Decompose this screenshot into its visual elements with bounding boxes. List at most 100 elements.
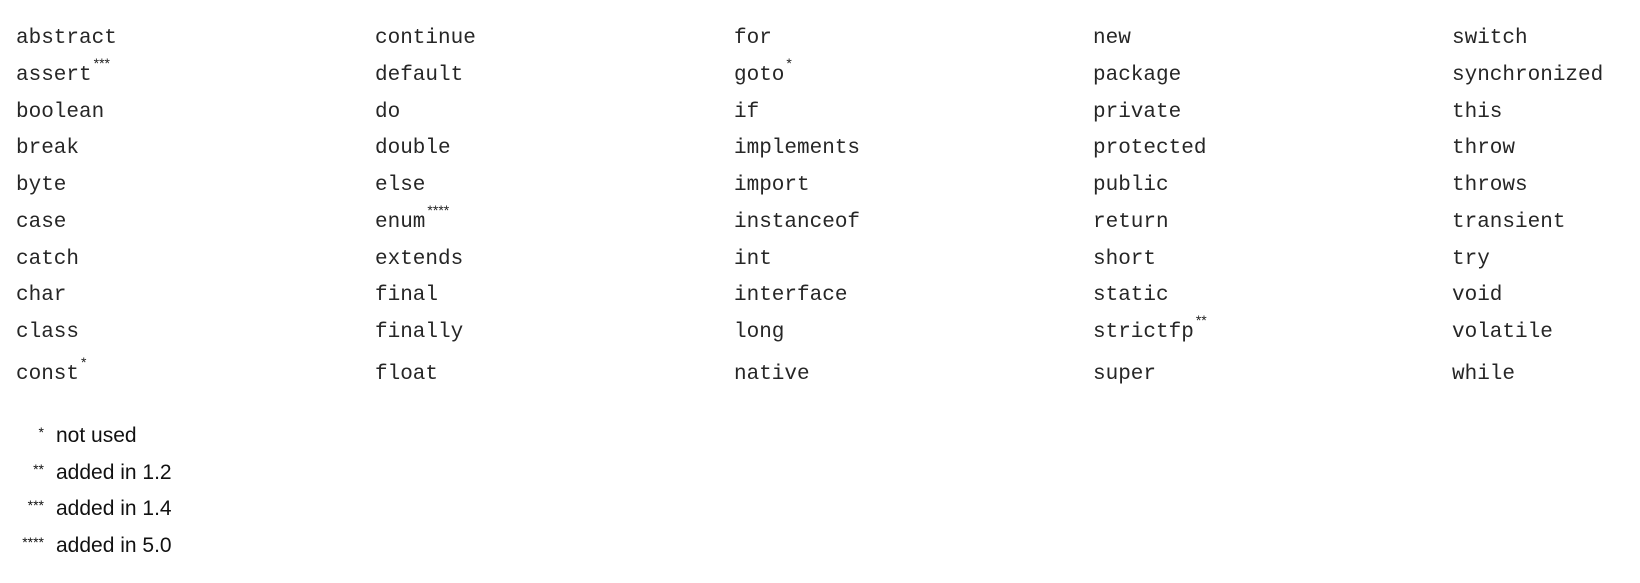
keyword-cell: char [10,275,369,311]
keyword-cell: for [728,18,1087,54]
legend-symbol: *** [27,497,44,514]
keyword-cell: transient [1446,201,1635,239]
keyword-cell: else [369,165,728,201]
keyword-table: abstract continue for new switch assert*… [10,18,1635,395]
keyword-text: for [734,27,772,51]
keyword-text: long [734,321,785,345]
keyword-cell: implements [728,128,1087,164]
keyword-text: break [16,137,80,161]
keyword-text: final [375,284,439,308]
table-row: break double implements protected throw [10,128,1635,164]
table-row: assert*** default goto* package synchron… [10,54,1635,92]
keyword-cell: goto* [728,54,1087,92]
keyword-cell: float [369,349,728,395]
keyword-cell: boolean [10,92,369,128]
keyword-cell: super [1087,349,1446,395]
keyword-text: extends [375,247,464,271]
keyword-text: if [734,101,760,125]
keyword-text: transient [1452,210,1566,234]
keyword-cell: default [369,54,728,92]
keyword-cell: static [1087,275,1446,311]
keyword-text: abstract [16,27,117,51]
keyword-cell: interface [728,275,1087,311]
keyword-cell: assert*** [10,54,369,92]
legend-symbol: * [38,424,44,441]
keyword-cell: case [10,201,369,239]
table-row: byte else import public throws [10,165,1635,201]
legend-text: added in 1.4 [56,497,172,521]
footnote-marker: * [786,55,792,72]
keyword-text: continue [375,27,476,51]
table-row: const* float native super while [10,349,1635,395]
keyword-cell: long [728,311,1087,349]
keyword-text: do [375,101,401,125]
keyword-text: byte [16,173,67,197]
table-row: char final interface static void [10,275,1635,311]
keyword-text: goto [734,64,785,88]
keyword-cell: continue [369,18,728,54]
keyword-cell: public [1087,165,1446,201]
keyword-cell: synchronized [1446,54,1635,92]
table-row: abstract continue for new switch [10,18,1635,54]
keyword-text: private [1093,101,1182,125]
legend-item: ** added in 1.2 [10,455,172,492]
keyword-text: assert [16,64,92,88]
legend-item: **** added in 5.0 [10,528,172,565]
keyword-cell: double [369,128,728,164]
keyword-text: short [1093,247,1157,271]
keyword-text: volatile [1452,321,1553,345]
keyword-text: char [16,284,67,308]
keyword-text: int [734,247,772,271]
keyword-text: boolean [16,101,105,125]
table-row: boolean do if private this [10,92,1635,128]
keyword-text: switch [1452,27,1528,51]
legend-item: *** added in 1.4 [10,491,172,528]
legend-text: not used [56,424,137,448]
keyword-cell: throw [1446,128,1635,164]
keyword-cell: abstract [10,18,369,54]
keyword-text: super [1093,363,1157,387]
legend-item: * not used [10,418,172,455]
keyword-text: class [16,321,80,345]
legend-text: added in 1.2 [56,460,172,484]
keyword-text: throw [1452,137,1516,161]
keyword-text: else [375,173,426,197]
keyword-cell: new [1087,18,1446,54]
keyword-cell: const* [10,349,369,395]
keyword-text: new [1093,27,1131,51]
keyword-cell: short [1087,239,1446,275]
keyword-text: return [1093,210,1169,234]
keyword-text: catch [16,247,80,271]
keyword-text: finally [375,321,464,345]
legend-text: added in 5.0 [56,533,172,557]
keyword-text: native [734,363,810,387]
table-row: catch extends int short try [10,239,1635,275]
keyword-text: case [16,210,67,234]
keyword-text: const [16,363,80,387]
keyword-cell: native [728,349,1087,395]
keyword-cell: this [1446,92,1635,128]
keyword-cell: catch [10,239,369,275]
keyword-cell: byte [10,165,369,201]
keyword-text: static [1093,284,1169,308]
keyword-cell: void [1446,275,1635,311]
keyword-cell: strictfp** [1087,311,1446,349]
keyword-text: instanceof [734,210,861,234]
keyword-text: double [375,137,451,161]
keyword-cell: while [1446,349,1635,395]
keyword-cell: do [369,92,728,128]
keyword-cell: switch [1446,18,1635,54]
keyword-text: implements [734,137,861,161]
keyword-cell: finally [369,311,728,349]
table-row: case enum**** instanceof return transien… [10,201,1635,239]
keyword-cell: try [1446,239,1635,275]
keyword-cell: extends [369,239,728,275]
keyword-cell: private [1087,92,1446,128]
legend-symbol: ** [33,460,44,477]
keyword-cell: return [1087,201,1446,239]
keyword-text: this [1452,101,1503,125]
keyword-cell: throws [1446,165,1635,201]
keyword-text: throws [1452,173,1528,197]
footnote-marker: *** [93,55,110,72]
keyword-cell: package [1087,54,1446,92]
